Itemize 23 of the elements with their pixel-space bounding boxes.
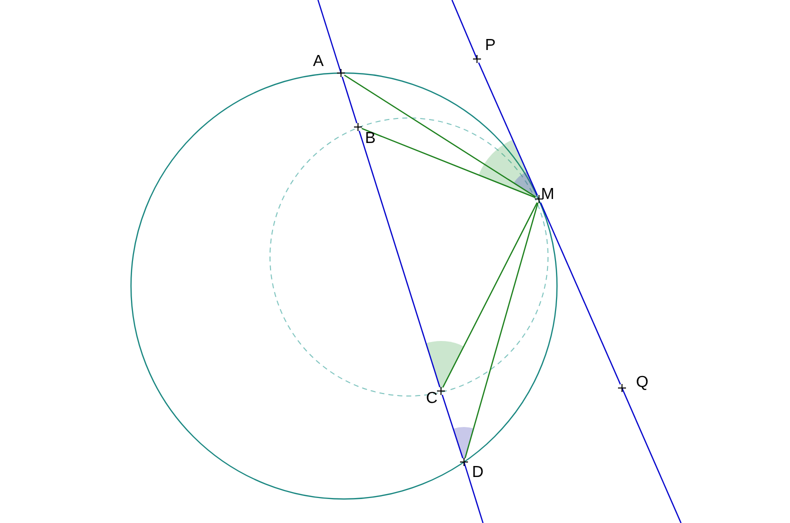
point-marker [460,458,468,466]
line-segment [344,74,536,198]
point-marker [354,123,362,131]
point-label: P [485,38,496,54]
point-label: D [472,465,484,481]
line-segment [358,130,440,388]
point-marker [437,387,445,395]
point-label: Q [636,375,648,391]
line-segment [442,202,538,388]
point-marker [618,384,626,392]
line-segment [464,202,538,458]
point-marker [337,69,345,77]
point-label: C [426,391,438,407]
line-segment [478,62,538,196]
point-label: M [541,187,554,203]
point-marker [473,55,481,63]
point-label: B [365,131,376,147]
line-segment [362,128,536,198]
line-segment [540,202,621,385]
line-segment [342,76,358,124]
point-label: A [313,54,324,70]
point-marker [535,195,543,203]
line-segment [442,394,464,458]
